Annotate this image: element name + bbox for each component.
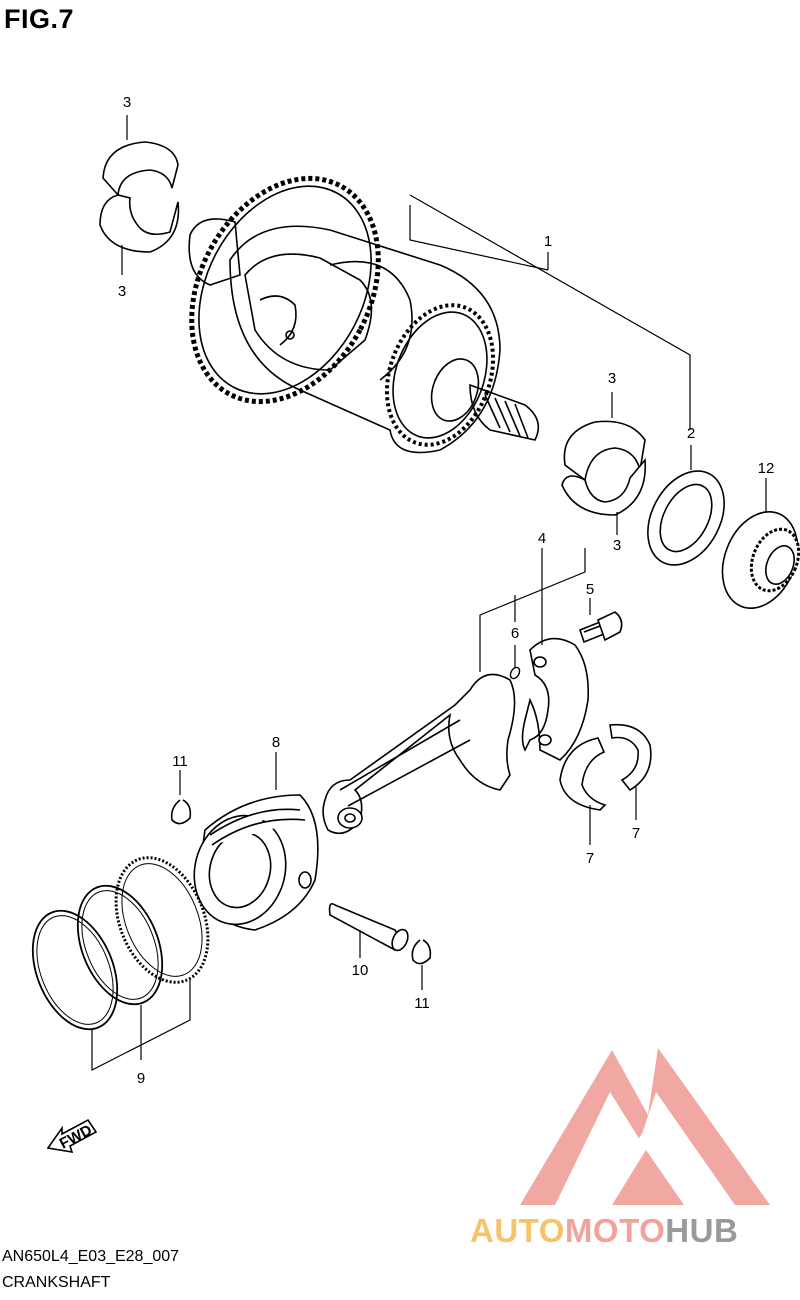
- diagram-code: AN650L4_E03_E28_007: [2, 1248, 180, 1265]
- callout-3-top: 3: [123, 94, 131, 111]
- circlip-upper: [170, 799, 192, 825]
- piston-ring-set: [31, 856, 210, 1031]
- callout-11-upper: 11: [172, 753, 188, 770]
- callout-3-left-bottom: 3: [118, 283, 126, 300]
- circlip-lower: [411, 939, 432, 965]
- connecting-rod-cap: [521, 637, 590, 761]
- callout-3-right-bottom: 3: [613, 537, 621, 554]
- piston: [193, 794, 319, 931]
- connecting-rod: [322, 673, 516, 835]
- callout-10: 10: [352, 962, 369, 979]
- rod-bearing-pair: [559, 723, 652, 811]
- crank-bearing-upper-left: [99, 141, 180, 253]
- callout-4: 4: [538, 530, 546, 547]
- callout-12: 12: [758, 460, 775, 477]
- piston-pin: [328, 902, 409, 952]
- watermark-text: AUTOMOTOHUB: [470, 1212, 738, 1250]
- callout-2: 2: [687, 425, 695, 442]
- watermark-hub: HUB: [665, 1212, 739, 1249]
- callout-9: 9: [137, 1070, 145, 1087]
- dowel-pin: [509, 666, 521, 680]
- callout-7-right: 7: [632, 825, 640, 842]
- rod-bolt: [579, 611, 623, 644]
- callout-8: 8: [272, 734, 280, 751]
- crankshaft: [188, 175, 540, 454]
- callout-6: 6: [511, 625, 519, 642]
- callout-labels: 3 3 1 3 3 2 12 4 5 6 7 7 8 9 10 11 11: [118, 94, 775, 1087]
- figure-title: FIG.7: [4, 4, 75, 34]
- callout-7-left: 7: [586, 850, 594, 867]
- crank-bearing-right: [561, 420, 647, 516]
- callout-3-right-top: 3: [608, 370, 616, 387]
- callout-1: 1: [544, 233, 552, 250]
- watermark-moto: MOTO: [564, 1212, 666, 1249]
- callout-11-lower: 11: [414, 995, 430, 1012]
- thrust-washer: [647, 470, 725, 566]
- leader-lines: [91, 115, 767, 1071]
- callout-5: 5: [586, 581, 594, 598]
- forward-arrow-icon: FWD: [46, 1118, 98, 1154]
- watermark-logo: [520, 1048, 770, 1205]
- diagram-name: CRANKSHAFT: [2, 1274, 111, 1291]
- watermark-auto: AUTO: [470, 1212, 565, 1249]
- crank-gear: [721, 511, 800, 609]
